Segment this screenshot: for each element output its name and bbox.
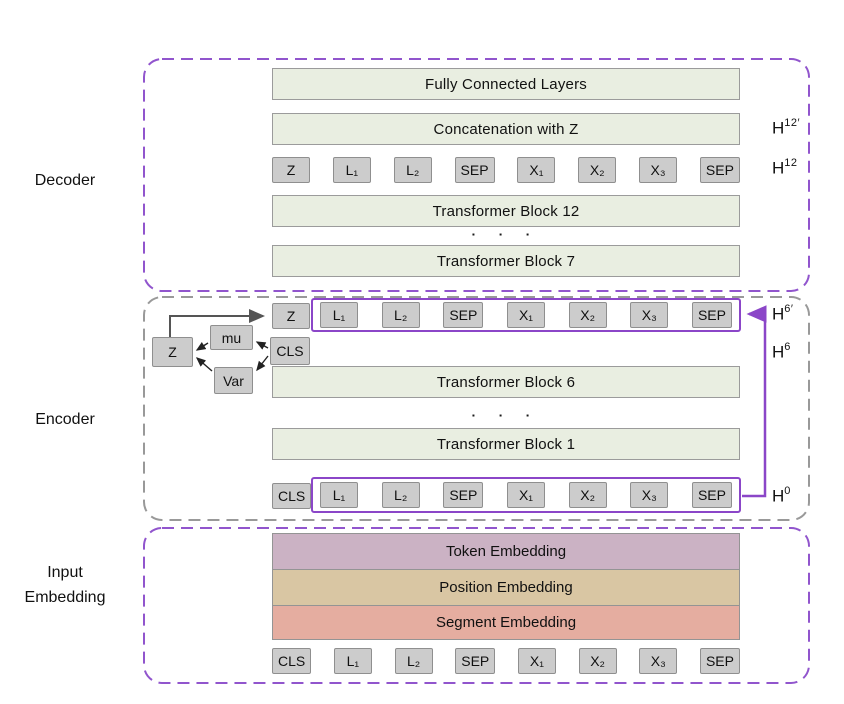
token: X₃	[630, 302, 669, 328]
token: L₂	[381, 482, 420, 508]
token: L₁	[332, 157, 371, 183]
vae-cls-box: CLS	[270, 337, 310, 365]
token: X₁	[517, 648, 556, 674]
token: L₂	[393, 157, 432, 183]
token: Z	[272, 157, 310, 183]
transformer-block-12-bar: Transformer Block 12	[272, 195, 740, 227]
token: X₃	[639, 648, 678, 674]
token: X₁	[506, 482, 545, 508]
transformer-block-7-bar: Transformer Block 7	[272, 245, 740, 277]
token-embedding-bar: Token Embedding	[272, 533, 740, 570]
token: X₂	[578, 648, 617, 674]
segment-embedding-bar: Segment Embedding	[272, 605, 740, 640]
encoder-bottom-token-row: L₁ L₂ SEP X₁ X₂ X₃ SEP	[313, 482, 739, 508]
token: X₃	[639, 157, 678, 183]
token: SEP	[454, 157, 495, 183]
token: X₁	[506, 302, 545, 328]
token: X₁	[517, 157, 556, 183]
token: X₂	[568, 302, 607, 328]
token: X₂	[578, 157, 617, 183]
decoder-ellipsis: ▪ ▪ ▪	[472, 230, 540, 239]
token: L₂	[381, 302, 420, 328]
token: SEP	[699, 157, 740, 183]
concatenation-with-z-bar: Concatenation with Z	[272, 113, 740, 145]
encoder-top-token-row: L₁ L₂ SEP X₁ X₂ X₃ SEP	[313, 302, 739, 328]
encoder-section-label: Encoder	[35, 411, 95, 428]
cls-to-mu-arrow	[255, 341, 269, 350]
h6-prime-label: H6′	[772, 303, 794, 324]
vae-var-box: Var	[214, 367, 253, 394]
token: L₁	[333, 648, 372, 674]
token: L₂	[394, 648, 433, 674]
input-token-row: CLS L₁ L₂ SEP X₁ X₂ X₃ SEP	[272, 648, 740, 674]
position-embedding-bar: Position Embedding	[272, 569, 740, 606]
fully-connected-layers-bar: Fully Connected Layers	[272, 68, 740, 100]
token: SEP	[455, 648, 496, 674]
transformer-block-6-bar: Transformer Block 6	[272, 366, 740, 398]
input-embedding-section-label: Input Embedding	[24, 564, 106, 606]
token: L₁	[320, 482, 358, 508]
token: CLS	[272, 648, 312, 674]
encoder-cls-token: CLS	[272, 483, 312, 509]
encoder-input-token-group: L₁ L₂ SEP X₁ X₂ X₃ SEP	[311, 477, 741, 513]
decoder-token-row: Z L₁ L₂ SEP X₁ X₂ X₃ SEP	[272, 157, 740, 183]
h12-label: H12	[772, 157, 798, 178]
encoder-output-token-group: L₁ L₂ SEP X₁ X₂ X₃ SEP	[311, 298, 741, 332]
vae-mu-box: mu	[210, 325, 253, 350]
token: X₂	[568, 482, 607, 508]
vae-z-box: Z	[152, 337, 193, 367]
cls-to-var-arrow	[256, 355, 269, 372]
h12-prime-label: H12′	[772, 117, 801, 138]
transformer-block-1-bar: Transformer Block 1	[272, 428, 740, 460]
encoder-z-token: Z	[272, 303, 310, 329]
h6-label: H6	[772, 341, 791, 362]
token: X₃	[630, 482, 669, 508]
token: L₁	[320, 302, 358, 328]
token: SEP	[691, 482, 732, 508]
token: SEP	[443, 302, 484, 328]
token: SEP	[443, 482, 484, 508]
token: SEP	[699, 648, 740, 674]
skip-connection-arrow	[742, 305, 767, 498]
var-to-z-arrow	[195, 357, 213, 372]
token: SEP	[691, 302, 732, 328]
encoder-ellipsis: ▪ ▪ ▪	[472, 411, 540, 420]
mu-to-z-arrow	[195, 341, 209, 351]
h0-label: H0	[772, 485, 791, 506]
decoder-section-label: Decoder	[34, 172, 96, 189]
